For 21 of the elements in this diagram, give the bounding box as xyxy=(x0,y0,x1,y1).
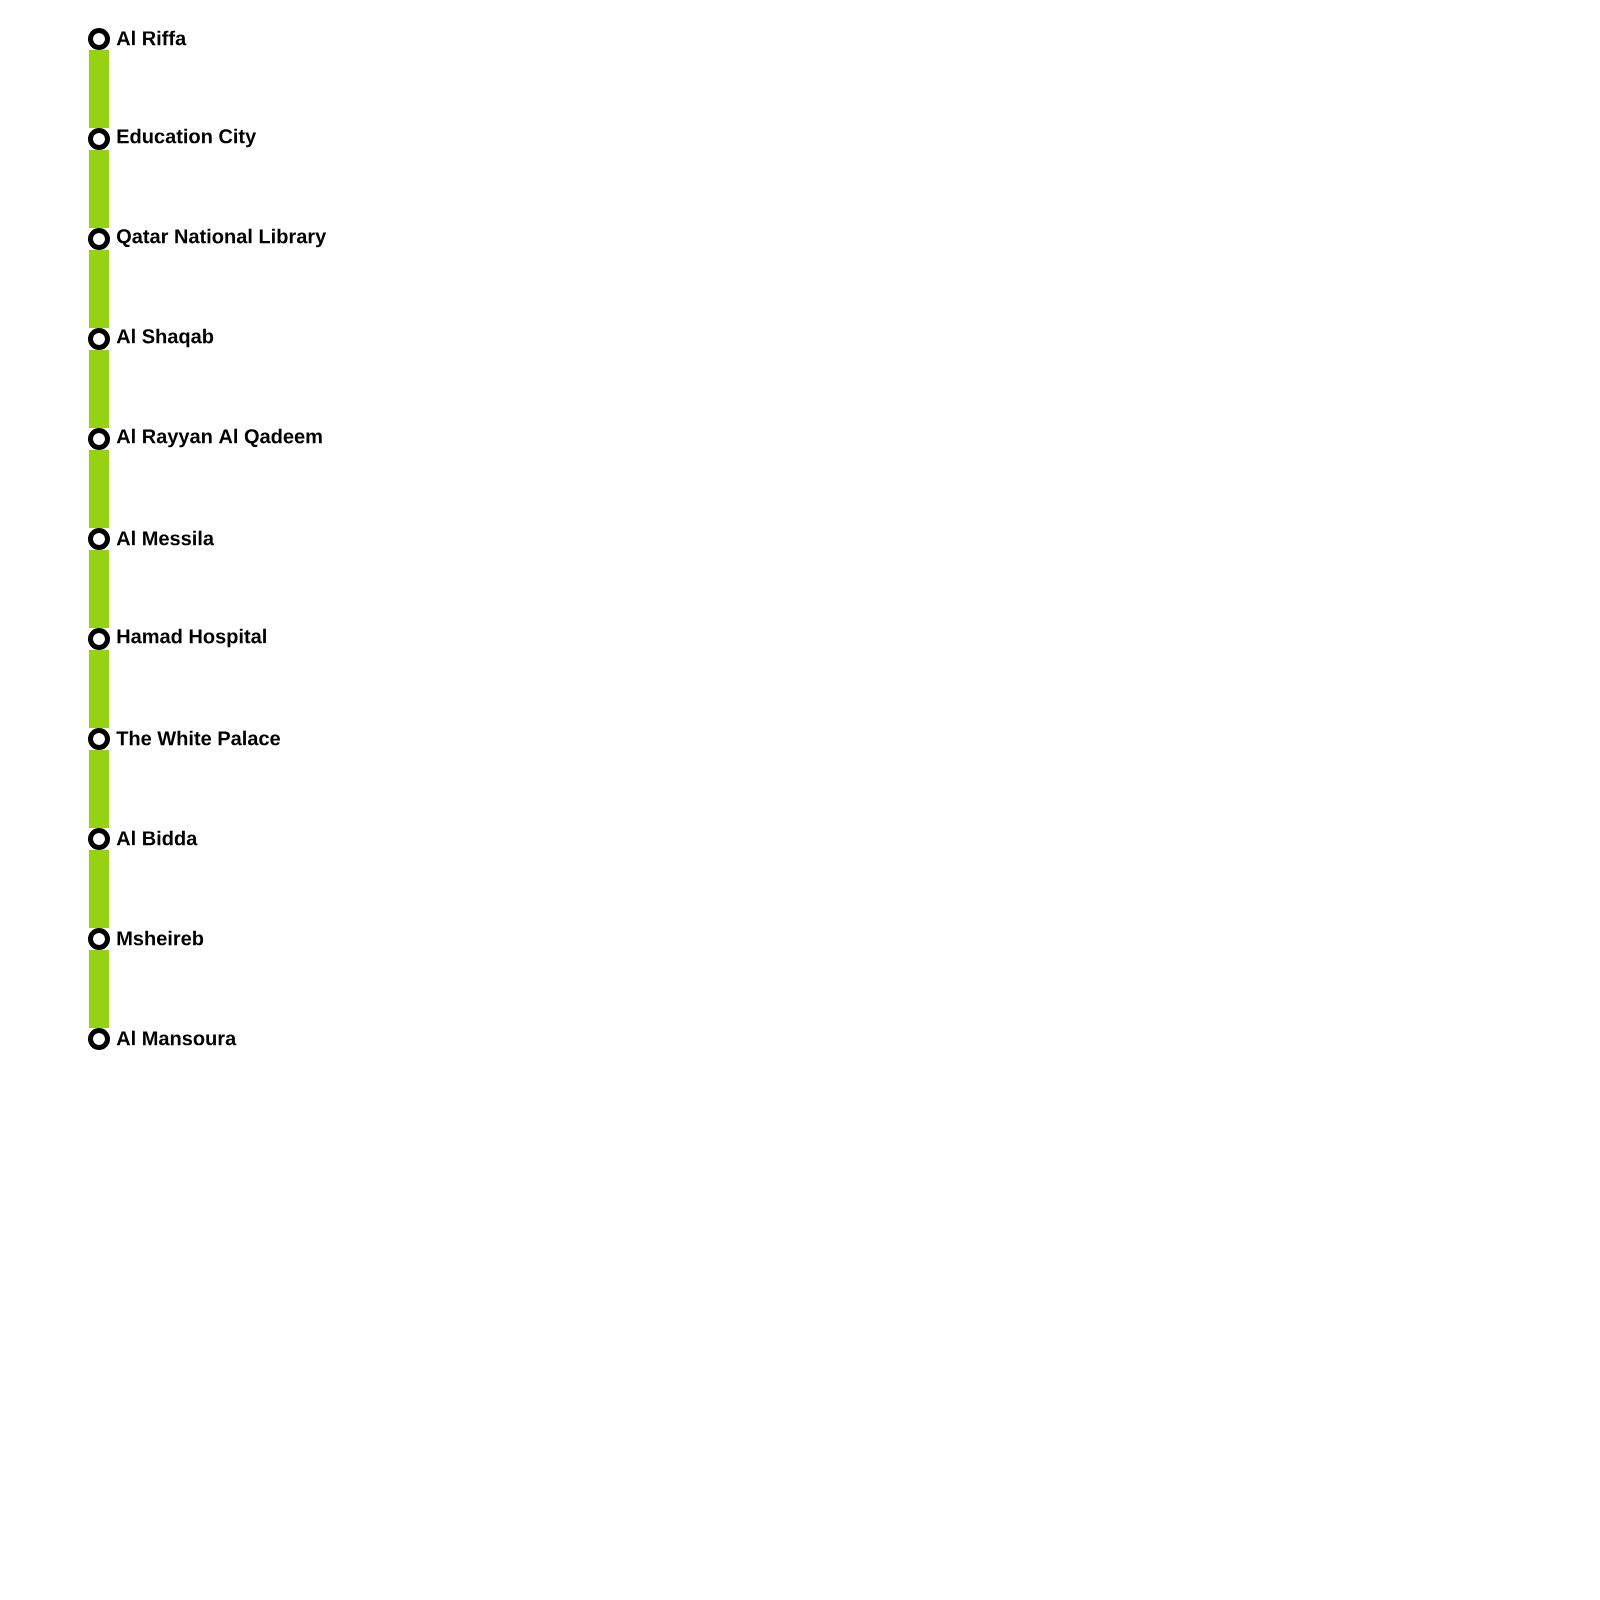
line-segment xyxy=(89,550,109,628)
line-segment xyxy=(89,150,109,228)
station-label: Al Shaqab xyxy=(116,328,214,348)
station-label: Qatar National Library xyxy=(117,228,327,248)
station-label: Al Rayyan Al Qadeem xyxy=(116,428,322,448)
station-label: Al Bidda xyxy=(116,830,198,846)
station-label: Al Riffa xyxy=(116,30,187,46)
line-segment xyxy=(89,850,109,928)
line-segment xyxy=(89,950,109,1028)
station-label: Hamad Hospital xyxy=(117,628,266,648)
line-segment xyxy=(89,450,109,528)
line-segment xyxy=(89,650,109,728)
line-segment xyxy=(89,750,109,828)
line-segment xyxy=(89,350,109,428)
station-label: Al Messila xyxy=(116,530,215,546)
line-segment xyxy=(89,250,109,328)
station-label: The White Palace xyxy=(116,730,280,746)
station-label: Al Mansoura xyxy=(116,1030,237,1046)
station-label: Msheireb xyxy=(117,930,204,946)
station-label: Education City xyxy=(117,128,257,148)
line-segment xyxy=(89,50,109,128)
